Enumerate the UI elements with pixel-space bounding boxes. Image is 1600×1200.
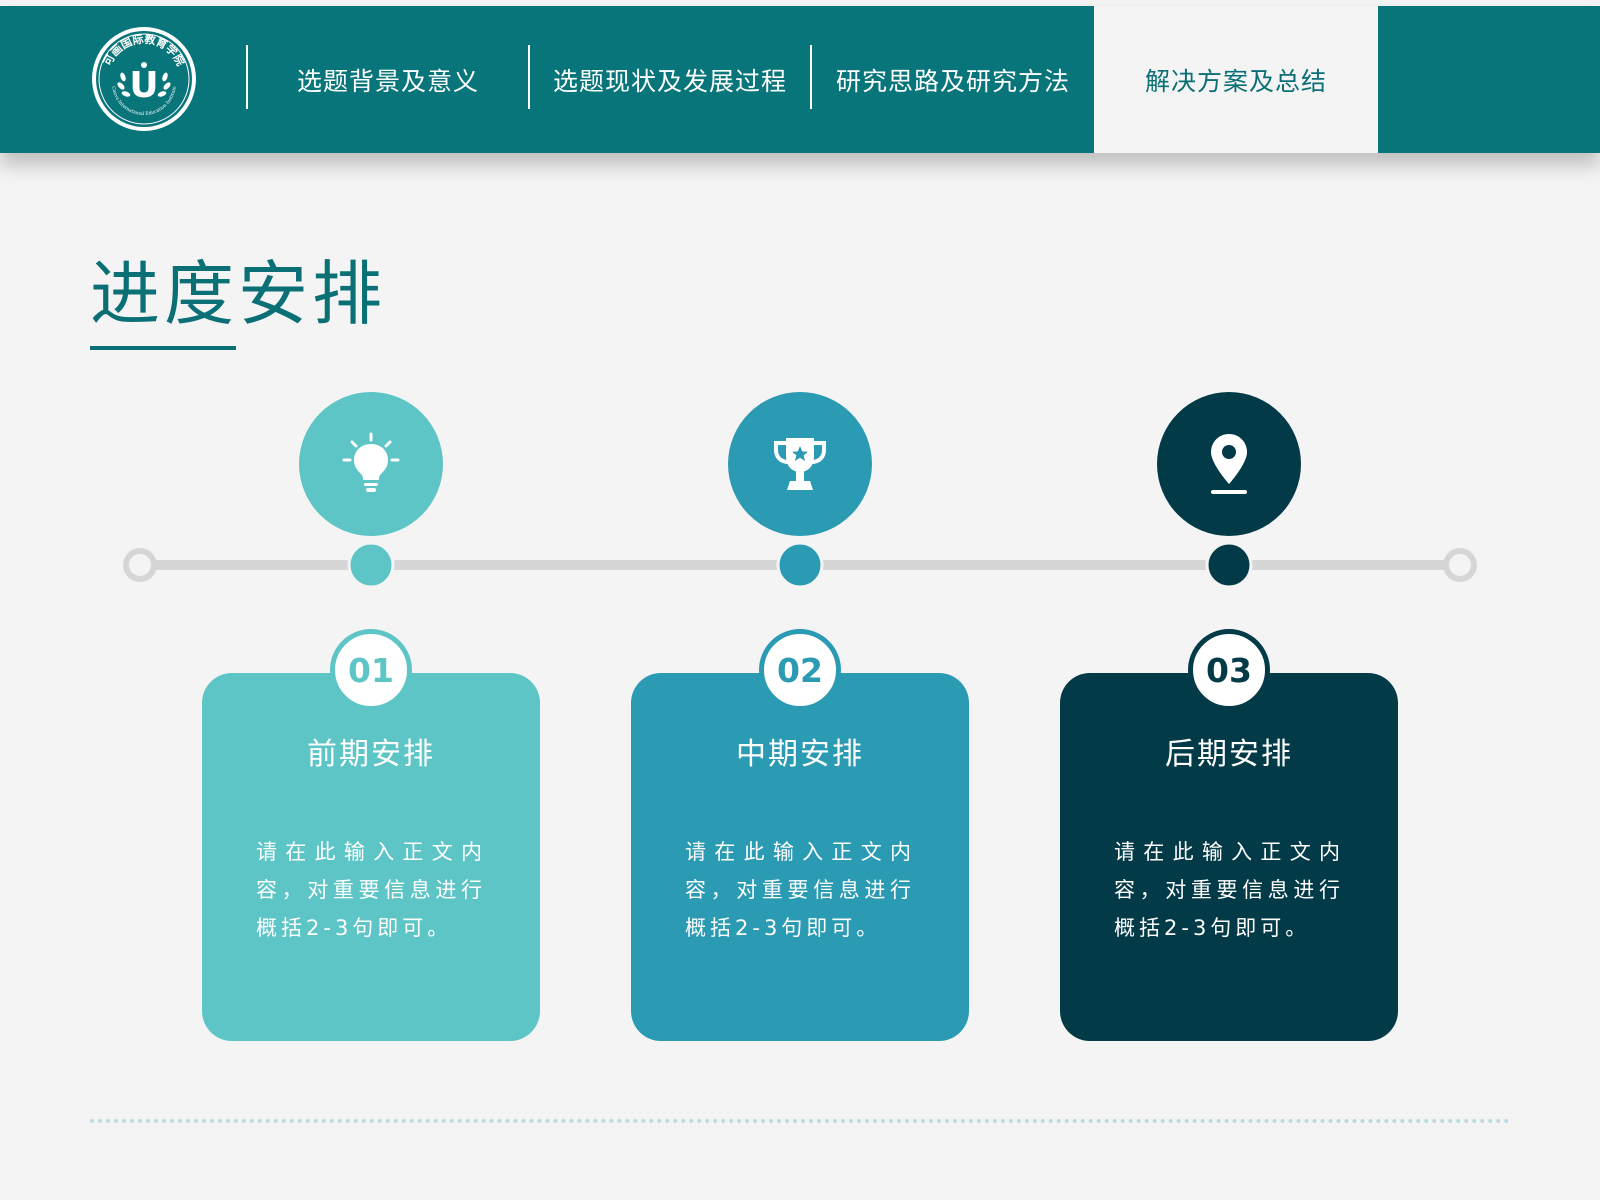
stage-card-1: 01 前期安排 请在此输入正文内容，对重要信息进行概括2-3句即可。	[202, 629, 540, 1041]
nav-tab-label: 选题现状及发展过程	[552, 66, 787, 96]
lightbulb-icon	[342, 432, 400, 492]
stage-number-badge: 03	[1188, 629, 1270, 711]
stage-card-2: 02 中期安排 请在此输入正文内容，对重要信息进行概括2-3句即可。	[631, 629, 969, 1041]
stage-title: 前期安排	[307, 737, 435, 772]
header-bar: 可画国际教育学院 Canva International Education I…	[0, 6, 1600, 153]
nav-tab-label: 选题背景及意义	[296, 66, 479, 96]
laurel-icon	[117, 72, 171, 97]
stage-title: 中期安排	[736, 737, 864, 772]
nav-separator	[246, 45, 248, 109]
nav-tab-solution[interactable]: 解决方案及总结	[1094, 6, 1378, 153]
timeline-node-1	[347, 541, 395, 589]
nav-tab-label: 解决方案及总结	[1144, 66, 1327, 96]
logo-letter: U	[129, 65, 158, 106]
timeline-start-node	[123, 548, 157, 582]
page-title: 进度安排	[90, 253, 386, 335]
stage-description: 请在此输入正文内容，对重要信息进行概括2-3句即可。	[1114, 840, 1344, 940]
timeline-end-node	[1443, 548, 1477, 582]
stage-number-badge: 02	[759, 629, 841, 711]
trophy-icon	[774, 438, 826, 490]
stage-card-3: 03 后期安排 请在此输入正文内容，对重要信息进行概括2-3句即可。	[1060, 629, 1398, 1041]
stage-1-icon-bubble	[299, 392, 443, 536]
title-underline	[90, 346, 236, 350]
stage-3-icon-bubble	[1157, 392, 1301, 536]
nav-separator	[528, 45, 530, 109]
nav-tab-background[interactable]: 选题背景及意义	[248, 6, 528, 153]
stage-description: 请在此输入正文内容，对重要信息进行概括2-3句即可。	[256, 840, 486, 940]
timeline-node-2	[776, 541, 824, 589]
bottom-dotted-divider	[90, 1119, 1510, 1123]
stage-number-badge: 01	[330, 629, 412, 711]
nav-tab-methods[interactable]: 研究思路及研究方法	[812, 6, 1094, 153]
stage-title: 后期安排	[1165, 737, 1293, 772]
location-pin-icon	[1211, 434, 1247, 494]
nav-tab-status[interactable]: 选题现状及发展过程	[530, 6, 810, 153]
stage-2-icon-bubble	[728, 392, 872, 536]
timeline-node-3	[1205, 541, 1253, 589]
stage-description: 请在此输入正文内容，对重要信息进行概括2-3句即可。	[685, 840, 915, 940]
institute-logo: 可画国际教育学院 Canva International Education I…	[92, 27, 196, 131]
nav-separator	[810, 45, 812, 109]
nav-tab-label: 研究思路及研究方法	[835, 66, 1070, 96]
